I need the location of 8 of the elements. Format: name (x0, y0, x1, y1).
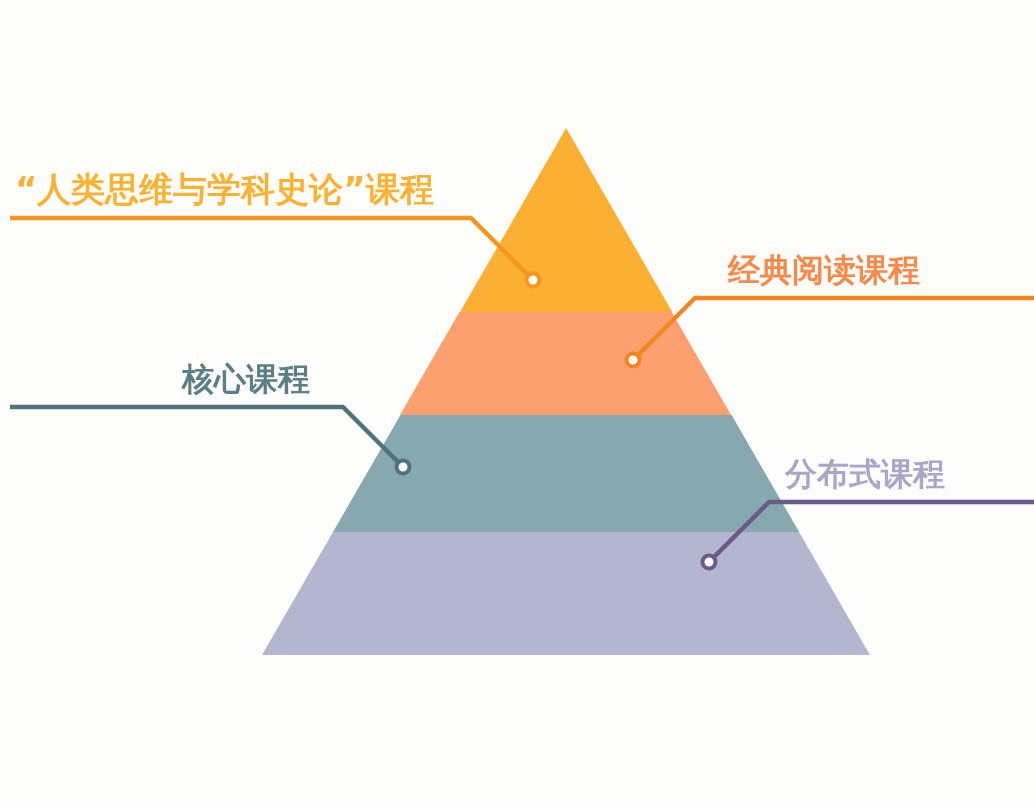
leader-line (624, 295, 1034, 369)
leader-line (7, 215, 542, 289)
leader-line (7, 404, 412, 476)
layer-label: 核心课程 (10, 350, 344, 407)
layer-label: “人类思维与学科史论”课程 (10, 158, 472, 218)
layer-label: 分布式课程 (770, 445, 1034, 502)
leader-line (700, 499, 1034, 571)
layer-label: 经典阅读课程 (696, 240, 1034, 298)
